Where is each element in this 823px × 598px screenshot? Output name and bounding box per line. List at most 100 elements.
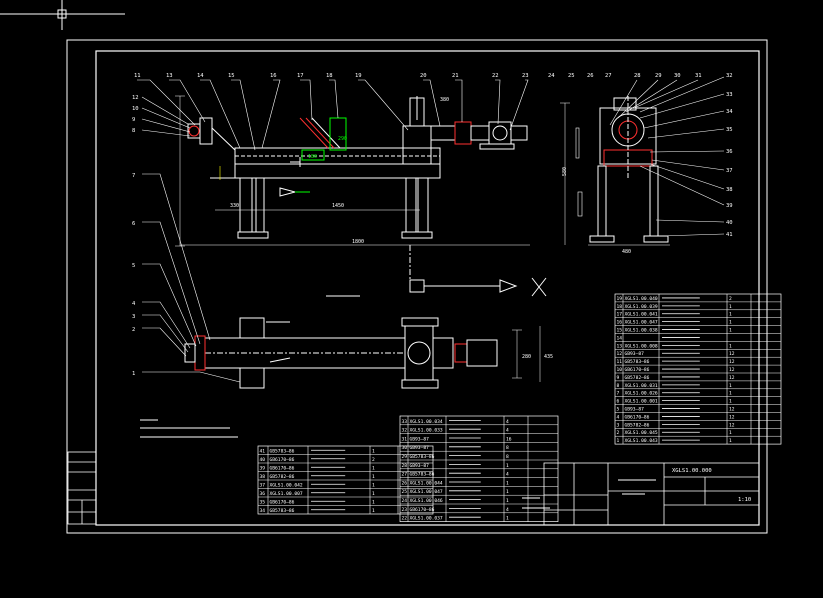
bom-item-no: 13 [617,343,623,349]
bom-qty: 1 [372,491,375,497]
bom-item-no: 24 [402,498,408,504]
bom-code: GB93—87 [625,407,645,413]
plan-callout-leaders [142,173,241,383]
bom-code: XGLS1.00.007 [270,491,303,497]
bom-item-no: 28 [402,463,408,469]
bom-qty: 1 [506,480,509,486]
bom-code: XGLS1.00.034 [410,419,443,425]
bom-code: XGLS1.00.001 [625,399,658,405]
bom-code: GB6170—86 [625,414,650,420]
drawing-number: XGLS1.00.000 [672,468,712,474]
bom-qty: 1 [729,383,732,389]
svg-text:25: 25 [568,73,575,79]
svg-text:13: 13 [166,73,173,79]
svg-text:14: 14 [197,73,204,79]
bom-qty: 1 [729,312,732,318]
bom-item-no: 31 [402,436,408,442]
svg-text:15: 15 [228,73,235,79]
bom-code: GB93—87 [410,445,430,451]
bom-qty: 12 [729,422,735,428]
svg-text:24: 24 [548,73,555,79]
bom-code: XGLS1.00.047 [625,320,658,326]
bom-code: GB93—87 [625,351,645,357]
svg-text:33: 33 [726,92,733,98]
bom-item-no: 9 [617,375,620,381]
section-arrow [409,277,547,297]
bom-item-no: 6 [617,399,620,405]
svg-text:17: 17 [297,73,304,79]
bom-qty: 2 [372,457,375,463]
title-block [543,462,760,526]
side-view-callouts: 28 29 30 31 32 33 34 35 36 37 38 39 40 4… [634,73,733,238]
bom-qty: 1 [729,399,732,405]
bom-item-no: 22 [402,516,408,522]
svg-text:19: 19 [355,73,362,79]
bom-code: GB5783—86 [410,454,435,460]
crosshair-cursor-icon[interactable] [0,0,125,30]
bom-qty: 1 [506,498,509,504]
bom-code: GB93—87 [410,436,430,442]
svg-text:22: 22 [492,73,499,79]
bom-code: XGLS1.00.037 [410,516,443,522]
svg-text:37: 37 [726,168,733,174]
bom-qty: 1 [729,328,732,334]
bom-code: XGLS1.00.008 [625,343,658,349]
svg-text:9: 9 [132,117,135,123]
bom-code: GB5783—86 [270,508,295,514]
bom-row: 14 [617,335,700,341]
bom-item-no: 32 [402,428,408,434]
svg-text:29: 29 [655,73,662,79]
bom-qty: 16 [506,436,512,442]
bom-qty: 1 [506,516,509,522]
svg-text:35: 35 [726,127,733,133]
title-block-scribbles [522,479,656,509]
svg-text:8: 8 [132,128,135,134]
svg-text:21: 21 [452,73,459,79]
bom-item-no: 4 [617,414,620,420]
bom-code: XGLS1.00.031 [625,383,658,389]
bom-item-no: 2 [617,430,620,436]
bom-row: 6 XGLS1.00.001 1 [617,399,733,405]
bom-qty: 4 [506,428,509,434]
bom-qty: 1 [729,304,732,310]
bom-item-no: 37 [260,483,266,489]
bom-qty: 1 [506,463,509,469]
bom-qty: 12 [729,407,735,413]
bom-qty: 1 [372,449,375,455]
dim-380: 380 [440,97,449,103]
side-view [560,96,670,246]
bom-code: GB5782—86 [270,474,295,480]
bom-qty: 1 [372,508,375,514]
bom-code: XGLS1.00.039 [625,304,658,310]
bom-qty: 1 [729,320,732,326]
bom-qty: 4 [506,419,509,425]
svg-text:36: 36 [726,149,733,155]
bom-code: GB5783—86 [410,472,435,478]
bom-qty: 12 [729,359,735,365]
bom-item-no: 29 [402,454,408,460]
svg-text:4: 4 [132,301,136,307]
svg-text:40: 40 [726,220,733,226]
svg-text:2: 2 [132,327,135,333]
svg-text:26: 26 [587,73,594,79]
bom-code: GB6170—86 [410,507,435,513]
svg-text:18: 18 [326,73,333,79]
front-view-leaders [137,79,529,151]
left-stamp-table [67,451,97,525]
front-view [175,95,530,290]
